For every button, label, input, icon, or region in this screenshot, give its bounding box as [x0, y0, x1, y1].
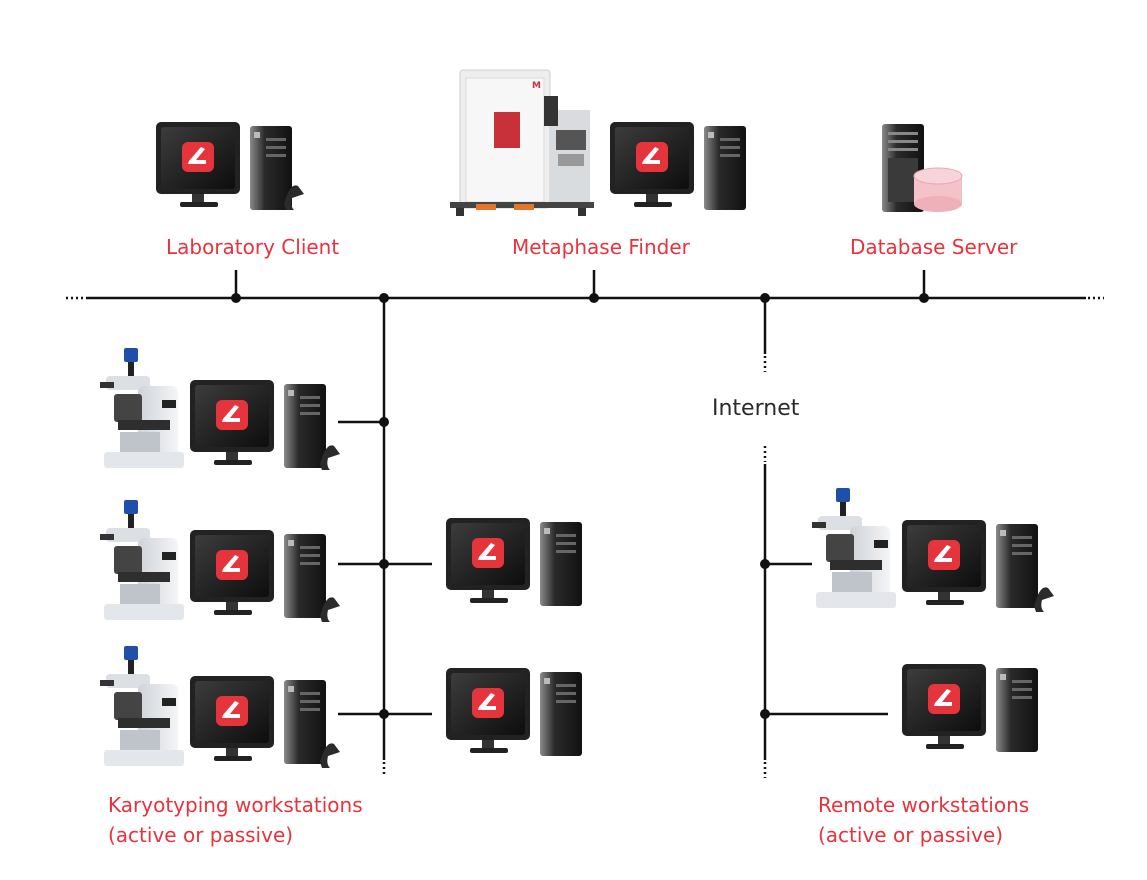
metaphase-finder-node: M [450, 69, 746, 216]
workstation-computer-icon [610, 122, 746, 210]
workstation-computer-icon [190, 380, 326, 468]
remote-station-1 [812, 488, 1054, 612]
workstation-computer-icon [902, 520, 1038, 608]
junction-dots [231, 293, 929, 719]
karyotyping-label-line2: (active or passive) [108, 823, 294, 847]
svg-text:M: M [532, 81, 541, 91]
metaphase-scanner-icon: M [450, 69, 594, 216]
microscope-camera-icon [812, 488, 896, 608]
laboratory-client-label: Laboratory Client [166, 235, 340, 259]
karyotyping-station-2 [100, 500, 340, 622]
passive-workstation-1 [446, 518, 582, 606]
database-server-label: Database Server [850, 235, 1018, 259]
metaphase-finder-label: Metaphase Finder [512, 235, 690, 259]
remote-label-line2: (active or passive) [818, 823, 1004, 847]
workstation-computer-icon [446, 668, 582, 756]
internet-label: Internet [712, 396, 800, 421]
remote-label-line1: Remote workstations [818, 793, 1030, 817]
workstation-computer-icon [190, 530, 326, 618]
laboratory-client-node [156, 122, 304, 210]
karyotyping-station-3 [100, 646, 340, 768]
microscope-camera-icon [100, 500, 184, 620]
microscope-camera-icon [100, 348, 184, 468]
microscope-camera-icon [100, 646, 184, 766]
karyotyping-label-line1: Karyotyping workstations [108, 793, 363, 817]
workstation-computer-icon [446, 518, 582, 606]
database-server-node [882, 124, 963, 212]
passive-workstation-2 [446, 668, 582, 756]
workstation-computer-icon [902, 664, 1038, 752]
workstation-computer-icon [190, 676, 326, 764]
remote-station-2 [902, 664, 1038, 752]
karyotyping-station-1 [100, 348, 340, 470]
database-server-icon [882, 124, 963, 212]
workstation-computer-icon [156, 122, 292, 210]
